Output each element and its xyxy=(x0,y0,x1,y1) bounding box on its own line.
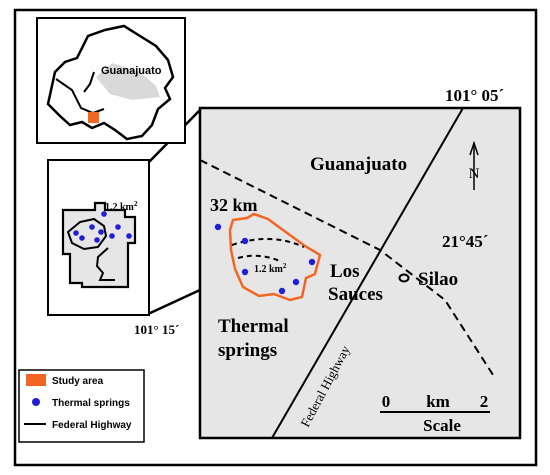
study-area-outline-small xyxy=(66,217,108,251)
thermal-spring-dot xyxy=(278,287,286,295)
municipality-border-2 xyxy=(83,71,95,93)
thermal-spring-dot xyxy=(98,229,104,235)
scale-title: Scale xyxy=(423,416,461,435)
thermal-spring-dot xyxy=(73,230,79,236)
place-label: Los Sauces xyxy=(328,261,383,305)
city-label: Silao xyxy=(418,269,458,290)
north-arrow-head xyxy=(469,140,479,156)
legend-study-area-label: Study area xyxy=(52,376,104,387)
connector-line-bottom xyxy=(147,288,201,316)
scale-max-label: 2 xyxy=(480,392,489,411)
municipality-inset: 1.2 km2 xyxy=(47,159,150,316)
thermal-spring-dot xyxy=(308,258,316,266)
thermal-spring-dot xyxy=(214,223,222,231)
guanajuato-region xyxy=(96,63,160,100)
study-area-outline xyxy=(228,212,322,302)
legend-highway-label: Federal Highway xyxy=(52,420,132,431)
thermal-spring-dot xyxy=(241,237,249,245)
thermal-spring-dot xyxy=(101,211,107,217)
latitude-label: 21°45´ xyxy=(442,232,488,251)
scale-bar: 0 km 2 Scale xyxy=(380,392,490,435)
thermal-spring-dot xyxy=(109,233,115,239)
study-area-marker xyxy=(88,112,99,123)
inset-state-label: Guanajuato xyxy=(101,65,162,77)
distance-label: 32 km xyxy=(210,195,258,215)
area-label: 1.2 km2 xyxy=(254,262,287,275)
longitude-bottom-label: 101° 15´ xyxy=(134,322,179,337)
federal-highway-line xyxy=(271,107,464,439)
longitude-top-label: 101° 05´ xyxy=(445,86,504,105)
north-arrow: N xyxy=(469,140,480,190)
main-map: N Guanajuato 32 km 1.2 km2 Los Sauces Si… xyxy=(134,86,522,440)
thermal-spring-dot xyxy=(241,268,249,276)
municipality-border xyxy=(55,78,105,115)
thermal-spring-dot xyxy=(94,237,100,243)
legend-thermal-springs-label: Thermal springs xyxy=(52,398,130,409)
legend-study-area-swatch xyxy=(26,374,46,386)
thermal-spring-dot xyxy=(79,235,85,241)
thermal-spring-dot xyxy=(89,224,95,230)
state-inset: Guanajuato xyxy=(36,17,186,144)
thermal-spring-dot xyxy=(126,233,132,239)
scale-unit-label: km xyxy=(426,392,450,411)
silao-city-marker xyxy=(398,273,410,283)
legend-thermal-springs-dot xyxy=(32,398,40,406)
road-dashed xyxy=(199,159,496,379)
thermal-spring-dot xyxy=(115,224,121,230)
study-area-dashed-line-2 xyxy=(237,254,283,263)
region-label: Guanajuato xyxy=(310,154,407,175)
inset-area-label: 1.2 km2 xyxy=(105,200,138,213)
legend: Study area Thermal springs Federal Highw… xyxy=(18,369,145,443)
thermal-springs-label: Thermal springs xyxy=(218,316,293,361)
study-area-dashed-line xyxy=(231,237,305,248)
north-label: N xyxy=(469,166,480,182)
highway-line-small xyxy=(95,247,115,281)
thermal-spring-dot xyxy=(292,278,300,286)
main-map-frame xyxy=(198,106,522,440)
scale-min-label: 0 xyxy=(382,392,391,411)
